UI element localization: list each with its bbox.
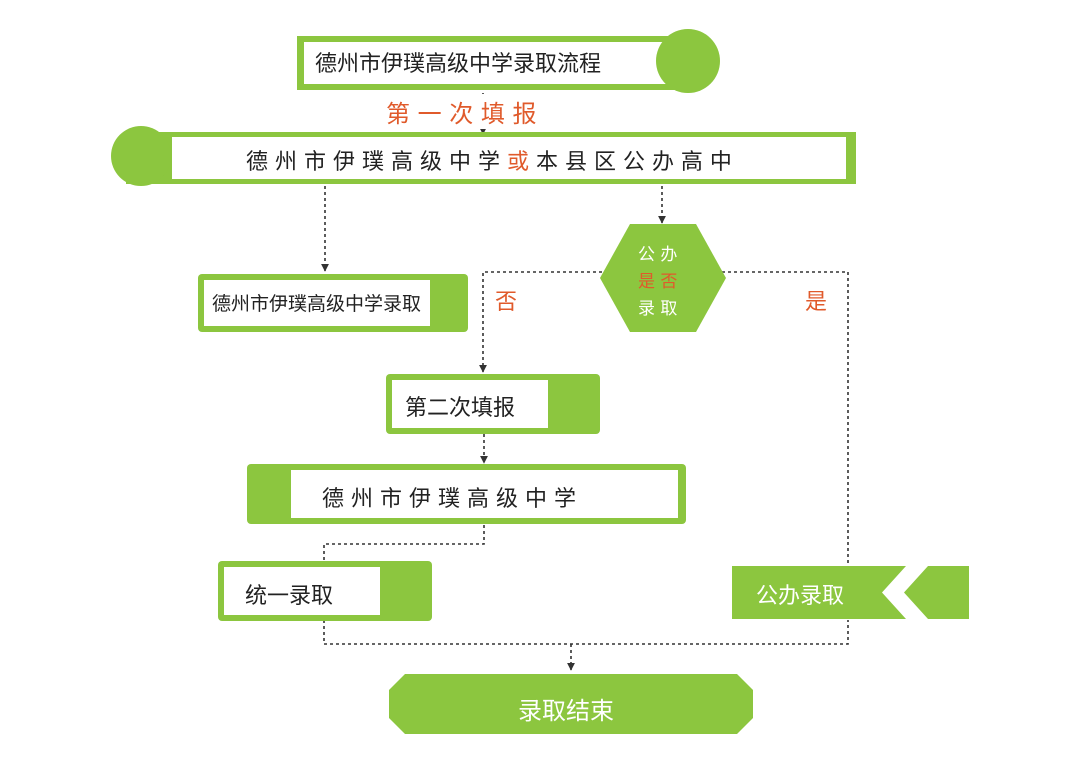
- second-round-box: [386, 374, 600, 434]
- choice-part1: 德 州 市 伊 璞 高 级 中 学: [246, 150, 500, 175]
- first-choice-text: 德 州 市 伊 璞 高 级 中 学 或 本 县 区 公 办 高 中: [246, 144, 732, 176]
- first-choice-inner: [172, 137, 846, 179]
- school-box: [247, 464, 686, 524]
- second-round-inner: [392, 380, 548, 428]
- decision-yes-word: 是: [638, 272, 655, 292]
- branch-yes-label: 是: [805, 290, 828, 315]
- decision-hexagon: [600, 224, 726, 332]
- title-box-inner: [304, 42, 684, 84]
- unified-to-end-line: [323, 620, 849, 645]
- school-text: 德 州 市 伊 璞 高 级 中 学: [322, 487, 576, 512]
- unified-admission-box: [218, 561, 432, 621]
- yipu-admission-text: 德州市伊璞高级中学录取: [212, 293, 422, 315]
- school-inner: [291, 470, 678, 518]
- decision-no-word: 否: [660, 272, 678, 292]
- end-text: 录取结束: [518, 697, 614, 725]
- title-box: [297, 36, 689, 90]
- second-round-text: 第二次填报: [405, 396, 516, 421]
- first-choice-box: [126, 132, 856, 184]
- decision-line1: 公 办: [638, 245, 678, 265]
- decision-line2: 是 否: [638, 267, 677, 292]
- first-choice-circle: [111, 126, 171, 186]
- public-admission-shape: [732, 566, 969, 619]
- end-shape: [389, 674, 753, 734]
- unified-admission-text: 统一录取: [245, 584, 334, 609]
- unified-admission-inner: [224, 567, 380, 615]
- title-text: 德州市伊璞高级中学录取流程: [315, 52, 602, 77]
- yes-branch-line: [722, 271, 849, 564]
- yipu-admission-inner: [204, 280, 430, 326]
- public-admission-text: 公办录取: [756, 584, 845, 609]
- decision-line3: 录 取: [638, 299, 678, 319]
- title-circle: [656, 29, 720, 93]
- school-to-unified-line: [323, 525, 485, 560]
- choice-part2: 本 县 区 公 办 高 中: [535, 150, 732, 175]
- first-round-label: 第 一 次 填 报: [382, 94, 541, 129]
- choice-or: 或: [506, 150, 529, 175]
- branch-no-label: 否: [495, 290, 518, 315]
- yipu-admission-box: [198, 274, 468, 332]
